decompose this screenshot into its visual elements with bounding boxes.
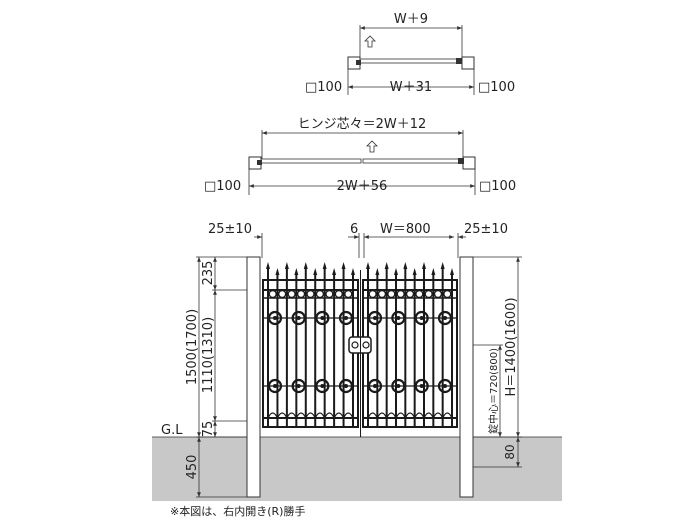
dim-450-label: 450 (185, 455, 200, 480)
lock-center-label: 錠中心＝720(800) (487, 348, 500, 434)
gate-finial (332, 268, 337, 275)
gate-finial (341, 262, 346, 269)
plan-single-post-left-size: □100 (305, 80, 342, 95)
height-label: H＝1400(1600) (504, 297, 519, 396)
ground-area (152, 437, 562, 501)
gate-finial (412, 268, 417, 275)
gate-finial (322, 262, 327, 269)
dim-80-label: 80 (503, 444, 517, 459)
gate-finial (431, 268, 436, 275)
gate-handle-icon (351, 341, 359, 349)
plan-double-leaf-right (362, 158, 464, 164)
plan-double-open-arrow-icon (366, 140, 378, 153)
footnote: ※本図は、右内開き(R)勝手 (170, 504, 305, 518)
plan-single-gate: W＋9 W＋31 □100 □100 (305, 12, 515, 95)
gate-finial (422, 262, 426, 269)
plan-double-gate: ヒンジ芯々＝2W＋12 2W＋56 □100 □100 (204, 117, 516, 195)
dim-mid-label: 1110(1310) (201, 317, 216, 393)
dim-235-label: 235 (201, 261, 216, 286)
gate-finial (294, 268, 299, 275)
gate-finial (313, 268, 318, 275)
plan-single-post-right-size: □100 (478, 80, 515, 95)
gate-finial (275, 268, 280, 275)
gate-leaves (262, 262, 458, 437)
gap-center-label: 6 (350, 222, 358, 237)
ground-level-label: G.L (161, 423, 183, 438)
gate-width-label: W＝800 (380, 222, 431, 237)
gate-keyhole-icon (362, 341, 370, 349)
plan-double-bottom-label: 2W＋56 (337, 179, 388, 194)
gate-finial (403, 262, 408, 269)
plan-single-open-arrow-icon (364, 35, 376, 48)
plan-double-post-right-size: □100 (479, 179, 516, 194)
plan-double-leaf-left (260, 158, 362, 164)
gap-left-label: 25±10 (208, 222, 252, 237)
gate-finial (384, 262, 389, 269)
gate-finial (284, 262, 289, 269)
gate-finial (266, 262, 270, 269)
post-right (459, 256, 474, 498)
gate-finial (351, 268, 355, 275)
gate-finial (375, 268, 380, 275)
post-left (246, 256, 261, 498)
plan-double-post-left-size: □100 (204, 179, 241, 194)
gate-finial (450, 268, 454, 275)
plan-double-top-label: ヒンジ芯々＝2W＋12 (298, 117, 427, 132)
plan-single-bottom-label: W＋31 (390, 80, 432, 95)
gate-finial (440, 262, 445, 269)
gate-finial (303, 262, 308, 269)
elevation-view: 25±10 6 W＝800 25±10 235 1500(1700) 1110(… (152, 222, 562, 501)
plan-single-top-label: W＋9 (394, 12, 428, 27)
dim-total-label: 1500(1700) (185, 309, 200, 385)
gate-finial (366, 262, 370, 269)
dim-75-label: 75 (201, 421, 216, 438)
gap-right-label: 25±10 (464, 222, 508, 237)
plan-single-post-right (461, 56, 475, 70)
plan-single-gate-leaf (359, 58, 463, 64)
plan-double-post-right (462, 156, 476, 170)
gate-finial (394, 268, 398, 275)
